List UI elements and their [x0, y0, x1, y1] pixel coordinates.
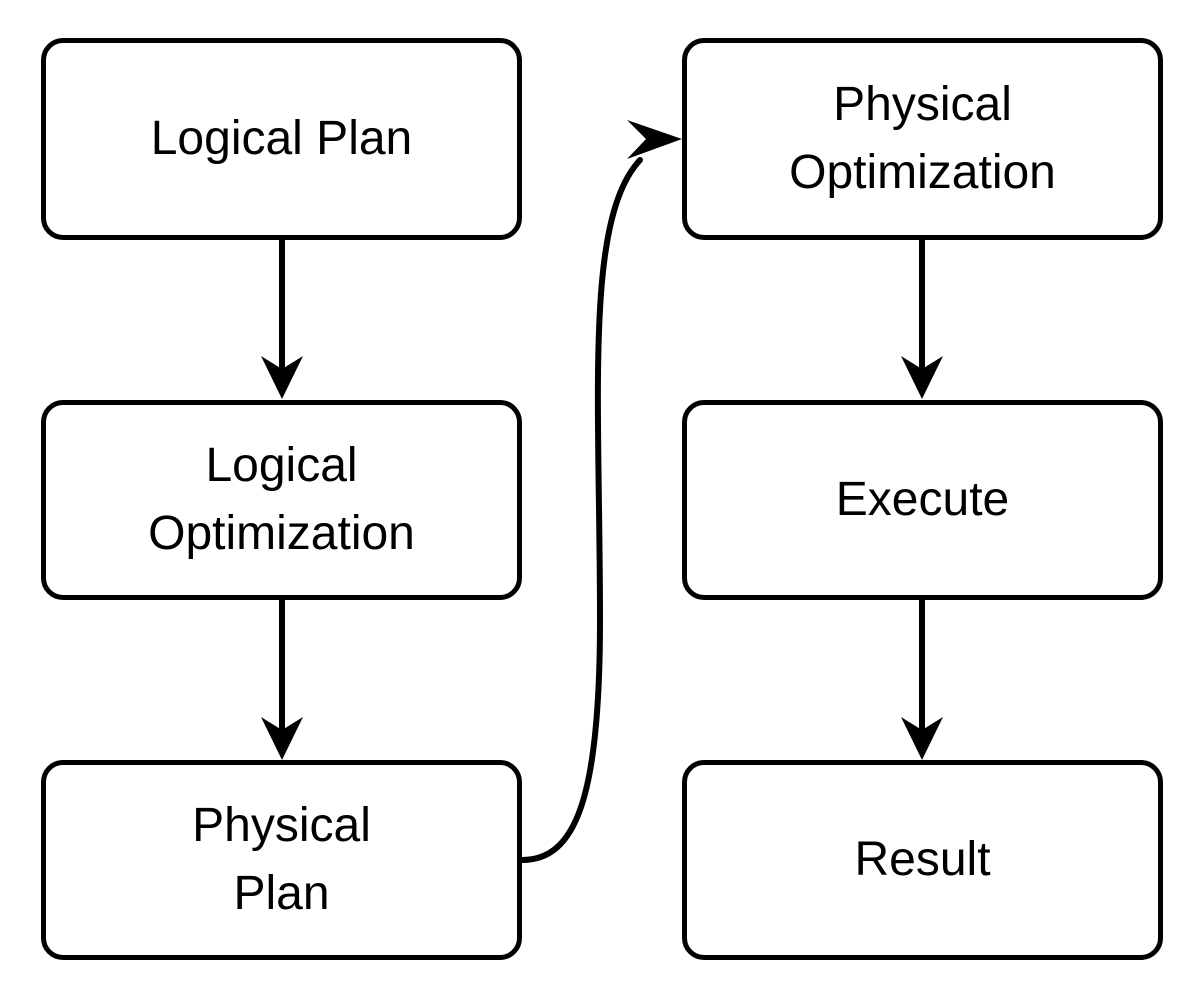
node-result-label: Result [854, 833, 991, 886]
node-physical-plan[interactable]: Physical Plan [41, 760, 522, 960]
node-physical-optimization[interactable]: Physical Optimization [682, 38, 1163, 240]
node-execute[interactable]: Execute [682, 400, 1163, 600]
edge-logical-plan-to-logical-optimization [261, 240, 303, 399]
node-logical-optimization[interactable]: Logical Optimization [41, 400, 522, 600]
node-execute-label: Execute [835, 473, 1010, 526]
edge-execute-to-result [901, 600, 943, 760]
node-physical-plan-label: Physical Plan [192, 799, 371, 920]
edge-physical-plan-to-physical-optimization [519, 120, 682, 863]
node-physical-optimization-label: Physical Optimization [789, 78, 1056, 199]
edge-logical-optimization-to-physical-plan [261, 600, 303, 760]
node-logical-optimization-label: Logical Optimization [148, 439, 415, 560]
edge-physical-optimization-to-execute [901, 240, 943, 399]
node-logical-plan-label: Logical Plan [150, 112, 413, 165]
node-result[interactable]: Result [682, 760, 1163, 960]
node-logical-plan[interactable]: Logical Plan [41, 38, 522, 240]
